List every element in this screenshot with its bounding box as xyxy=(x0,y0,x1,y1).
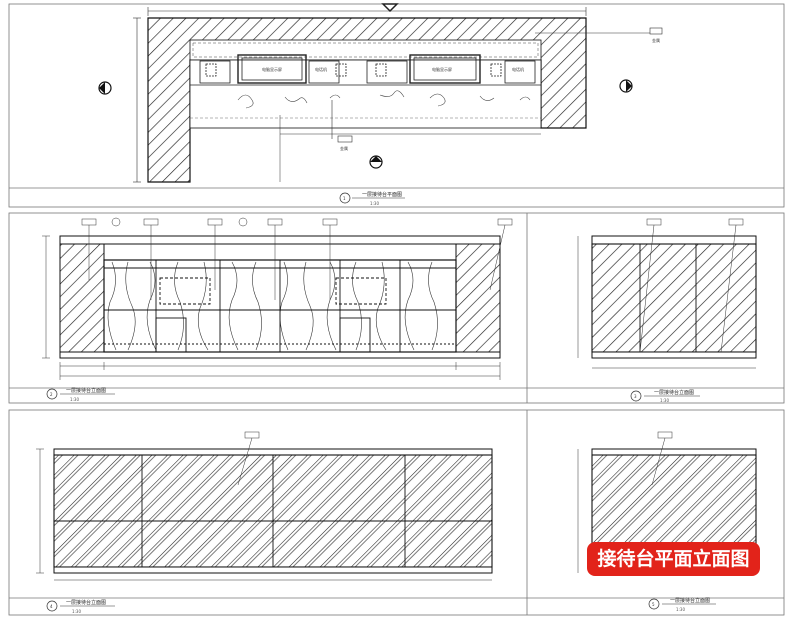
elev-front-number: 2 xyxy=(50,392,53,397)
elev-front-scale: 1:30 xyxy=(70,397,79,402)
plan-label-phone-2: 电话机 xyxy=(512,66,524,72)
elev-left-scale: 1:30 xyxy=(676,607,685,612)
panel-elevations-top xyxy=(8,212,785,404)
elev-back-number: 4 xyxy=(50,604,53,609)
plan-label-monitor-1: 电脑显示屏 xyxy=(262,66,282,72)
panel-elevations-bottom xyxy=(8,409,785,616)
section-marker-icon xyxy=(98,79,633,169)
elev-back-scale: 1:30 xyxy=(72,609,81,614)
plan-label-phone-1: 电话机 xyxy=(315,66,327,72)
plan-title-number: 1 xyxy=(343,196,346,201)
elev-right-scale: 1:30 xyxy=(660,398,669,403)
chair-symbols xyxy=(237,90,531,109)
plan-title: 一层接待台平面图 xyxy=(362,191,402,198)
elevation-side-left: 5 一层接待台立面图 1:30 xyxy=(577,431,757,612)
elev-left-title: 一层接待台立面图 xyxy=(670,597,710,604)
plan-tag-2: 金属 xyxy=(340,145,348,151)
elev-back-title: 一层接待台立面图 xyxy=(66,599,106,606)
elevation-back: 4 一层接待台立面图 1:30 xyxy=(36,431,493,614)
elev-front-title: 一层接待台立面图 xyxy=(66,387,106,394)
elevation-front: 2 一层接待台立面图 1:30 xyxy=(42,217,513,402)
section-arrow-icon xyxy=(381,3,399,13)
plan-view: 电脑显示屏 电话机 电脑显示屏 电话机 金属 金属 xyxy=(98,3,663,206)
elev-right-number: 3 xyxy=(634,394,637,399)
elevation-side-right: 3 一层接待台立面图 1:30 xyxy=(577,218,757,403)
marble-veins xyxy=(107,261,438,351)
plan-scale: 1:30 xyxy=(370,201,379,206)
elev-left-number: 5 xyxy=(652,602,655,607)
plan-label-monitor-2: 电脑显示屏 xyxy=(432,66,452,72)
drawing-title-badge: 接待台平面立面图 xyxy=(587,542,760,576)
elev-right-title: 一层接待台立面图 xyxy=(654,389,694,396)
plan-tag-1: 金属 xyxy=(652,37,660,43)
